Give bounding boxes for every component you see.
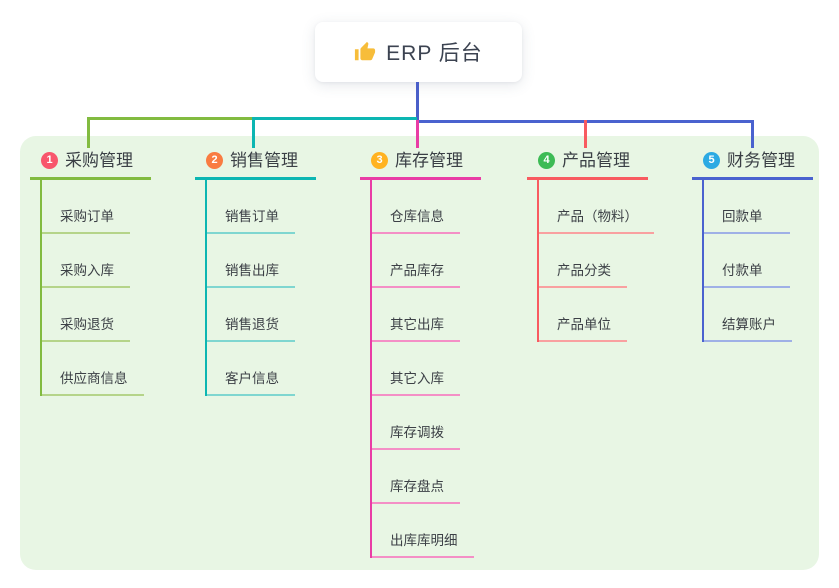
thumbs-up-icon [354,41,376,63]
child-node[interactable]: 出库库明细 [372,504,474,558]
child-node[interactable]: 产品库存 [372,234,460,288]
branch-label: 销售管理 [230,151,298,170]
child-node-label: 产品（物料） [557,209,638,224]
child-node-label: 付款单 [722,263,763,278]
child-node[interactable]: 销售出库 [207,234,295,288]
bus-segment-branch-1 [87,117,253,120]
branch-node-4: 4 产品管理产品（物料） 产品分类产品单位 [527,150,654,342]
child-node[interactable]: 采购退货 [42,288,130,342]
child-node[interactable]: 其它入库 [372,342,460,396]
root-connector-line [416,82,419,123]
branch-title[interactable]: 4 产品管理 [527,150,648,180]
branch-index-badge: 5 [703,152,720,169]
child-node-label: 其它入库 [390,371,444,386]
child-node[interactable]: 采购订单 [42,180,130,234]
child-node-label: 库存调拨 [390,425,444,440]
child-node[interactable]: 供应商信息 [42,342,144,396]
branch-children: 销售订单销售出库销售退货客户信息 [205,180,316,396]
branch-title[interactable]: 2 销售管理 [195,150,316,180]
child-node-label: 客户信息 [225,371,279,386]
child-node[interactable]: 结算账户 [704,288,792,342]
branch-title[interactable]: 3 库存管理 [360,150,481,180]
child-node-label: 产品分类 [557,263,611,278]
drop-line-branch-4 [584,120,587,148]
branch-children: 采购订单采购入库采购退货供应商信息 [40,180,151,396]
branch-node-3: 3 库存管理仓库信息产品库存其它出库其它入库库存调拨库存盘点出库库明细 [360,150,481,558]
child-node-label: 销售退货 [225,317,279,332]
root-node[interactable]: ERP 后台 [315,22,522,82]
branch-children: 回款单付款单结算账户 [702,180,813,342]
child-node-label: 销售出库 [225,263,279,278]
branch-children: 仓库信息产品库存其它出库其它入库库存调拨库存盘点出库库明细 [370,180,481,558]
branch-label: 库存管理 [395,151,463,170]
child-node[interactable]: 产品分类 [539,234,627,288]
branch-index-badge: 1 [41,152,58,169]
branch-index-badge: 3 [371,152,388,169]
branch-title[interactable]: 5 财务管理 [692,150,813,180]
child-node[interactable]: 销售订单 [207,180,295,234]
child-node[interactable]: 采购入库 [42,234,130,288]
branch-children: 产品（物料） 产品分类产品单位 [537,180,654,342]
branch-title[interactable]: 1 采购管理 [30,150,151,180]
bus-segment-branch-2 [252,117,417,120]
child-node[interactable]: 仓库信息 [372,180,460,234]
child-node-label: 仓库信息 [390,209,444,224]
child-node[interactable]: 付款单 [704,234,790,288]
branch-label: 财务管理 [727,151,795,170]
branch-node-5: 5 财务管理回款单付款单结算账户 [692,150,813,342]
child-node[interactable]: 其它出库 [372,288,460,342]
branch-label: 采购管理 [65,151,133,170]
child-node-label: 库存盘点 [390,479,444,494]
branch-index-badge: 4 [538,152,555,169]
child-node-label: 供应商信息 [60,371,128,386]
child-node[interactable]: 回款单 [704,180,790,234]
child-node-label: 回款单 [722,209,763,224]
child-node-label: 产品单位 [557,317,611,332]
drop-line-branch-1 [87,117,90,148]
child-node[interactable]: 库存盘点 [372,450,460,504]
child-node-label: 出库库明细 [390,533,458,548]
child-node[interactable]: 产品（物料） [539,180,654,234]
child-node-label: 销售订单 [225,209,279,224]
branch-node-2: 2 销售管理销售订单销售出库销售退货客户信息 [195,150,316,396]
branch-index-badge: 2 [206,152,223,169]
drop-line-branch-5 [751,120,754,148]
child-node-label: 结算账户 [722,317,776,332]
child-node[interactable]: 产品单位 [539,288,627,342]
branch-label: 产品管理 [562,151,630,170]
branches-panel [20,136,819,570]
child-node-label: 产品库存 [390,263,444,278]
branch-node-1: 1 采购管理采购订单采购入库采购退货供应商信息 [30,150,151,396]
child-node-label: 其它出库 [390,317,444,332]
child-node-label: 采购退货 [60,317,114,332]
child-node[interactable]: 库存调拨 [372,396,460,450]
root-node-label: ERP 后台 [386,42,483,65]
child-node[interactable]: 客户信息 [207,342,295,396]
drop-line-branch-3 [416,120,419,148]
child-node-label: 采购入库 [60,263,114,278]
child-node[interactable]: 销售退货 [207,288,295,342]
drop-line-branch-2 [252,117,255,148]
child-node-label: 采购订单 [60,209,114,224]
